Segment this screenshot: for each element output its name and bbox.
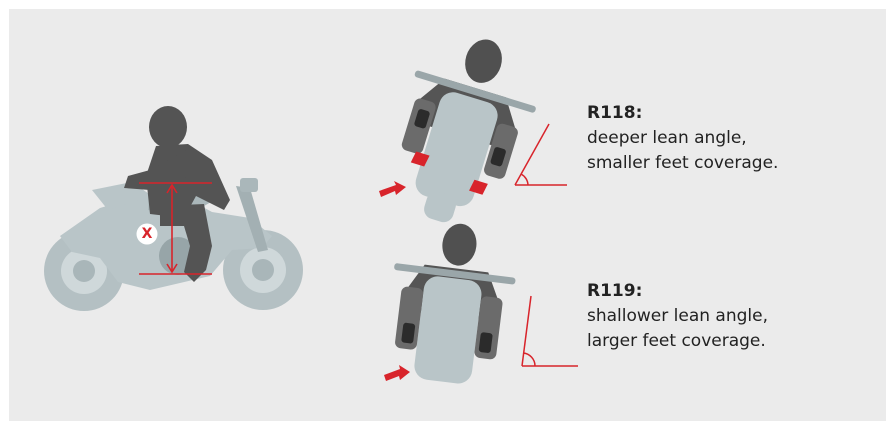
r119-line-2: larger feet coverage. [587,329,768,354]
r119-line-1: shallower lean angle, [587,304,768,329]
r119-front-view [381,216,521,389]
r118-code: R118: [587,101,778,126]
r118-line-2: smaller feet coverage. [587,151,778,176]
r119-code: R119: [587,279,768,304]
r118-caption: R118: deeper lean angle, smaller feet co… [587,101,778,176]
r119-lean-angle [522,296,578,366]
r118-foot-arrow [379,181,406,197]
x-marker-label: X [137,223,157,245]
r119-foot-arrow [384,365,410,381]
r118-lean-angle [515,124,567,185]
r119-caption: R119: shallower lean angle, larger feet … [587,279,768,354]
r118-front-view [376,22,551,239]
r118-line-1: deeper lean angle, [587,126,778,151]
